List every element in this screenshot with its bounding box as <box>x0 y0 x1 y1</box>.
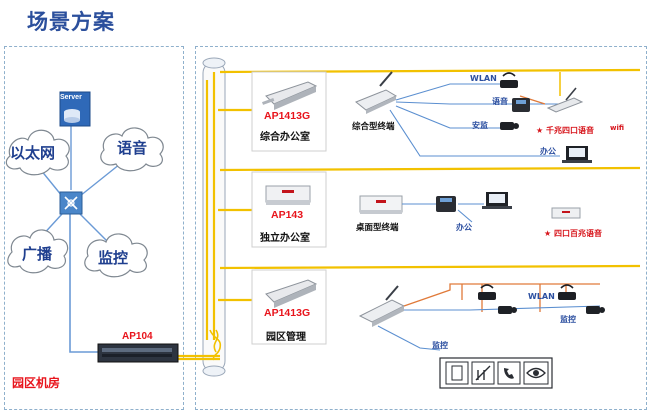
note-gigabit-4port: ★ 千兆四口语音 <box>536 126 594 135</box>
ap104-switch <box>97 343 179 363</box>
service-voice-1: 语音 <box>492 97 508 106</box>
service-monitor-bottom: 监控 <box>432 341 448 350</box>
ap104-label: AP104 <box>122 331 153 342</box>
ap-device-3 <box>265 279 318 308</box>
desk-phone-icon-2 <box>436 196 456 212</box>
door-access-icon <box>445 361 469 385</box>
note-hundred-4port: ★ 四口百兆语音 <box>544 229 602 238</box>
barrier-gate-icon <box>471 361 495 385</box>
camera-icon-3a <box>498 306 517 314</box>
terminal-device-3 <box>358 285 406 327</box>
laptop-icon-1 <box>562 146 592 163</box>
camera-icon-3b <box>586 306 605 314</box>
room-name-1: 综合办公室 <box>260 132 310 143</box>
wifi-router-icon-1 <box>500 72 518 88</box>
cloud-ethernet-label: 以太网 <box>10 144 56 162</box>
ap-model-3: AP1413G <box>264 307 311 319</box>
core-switch <box>59 191 83 215</box>
intercom-phone-icon <box>497 361 521 385</box>
clouds <box>5 127 164 278</box>
ip-phone-icon-1 <box>512 98 530 112</box>
service-office-2: 办公 <box>456 223 472 232</box>
cloud-ethernet <box>5 129 70 176</box>
cloud-monitor <box>84 233 148 278</box>
room-name-2: 独立办公室 <box>260 233 310 244</box>
camera-icon-1 <box>500 122 519 130</box>
ap-small-icon-2 <box>551 207 581 219</box>
service-wlan-3: WLAN <box>528 292 555 301</box>
room-name-3: 园区管理 <box>266 332 306 343</box>
service-office-1: 办公 <box>540 147 556 156</box>
cable-coil <box>209 329 222 361</box>
ap-model-1: AP1413G <box>264 110 311 122</box>
cloud-voice <box>100 127 164 172</box>
office-zone <box>195 46 647 410</box>
cloud-broadcast-label: 广播 <box>22 245 53 263</box>
page-title: 场景方案 <box>27 10 115 34</box>
ap-box-2 <box>251 171 327 248</box>
cloud-monitor-label: 监控 <box>98 249 129 267</box>
server-label: Server <box>60 94 82 101</box>
service-monitor-3: 监控 <box>560 315 576 324</box>
eye-monitor-icon <box>523 361 549 385</box>
laptop-icon-2 <box>482 192 512 209</box>
campus-room-zone <box>4 46 184 410</box>
ap-model-2: AP143 <box>271 209 304 221</box>
service-security: 安监 <box>472 121 488 130</box>
campus-room-label: 园区机房 <box>12 376 61 390</box>
terminal-label-2: 桌面型终端 <box>356 223 399 233</box>
wifi-router-icon-3b <box>558 284 576 300</box>
terminal-device-1 <box>355 71 398 114</box>
server-device <box>59 91 91 127</box>
ap-device-2 <box>265 185 311 205</box>
wifi-router-icon-3a <box>478 284 496 300</box>
terminal-device-2 <box>359 195 403 214</box>
service-wlan-1: WLAN <box>470 74 497 83</box>
ap-small-icon-1 <box>546 87 584 113</box>
note-wifi: wifi <box>610 124 625 132</box>
bottom-icon-strip <box>439 357 553 389</box>
terminal-label-1: 综合型终端 <box>352 122 395 132</box>
ap-device-1 <box>262 81 318 110</box>
cloud-voice-label: 语音 <box>117 139 148 157</box>
cloud-broadcast <box>7 229 69 274</box>
